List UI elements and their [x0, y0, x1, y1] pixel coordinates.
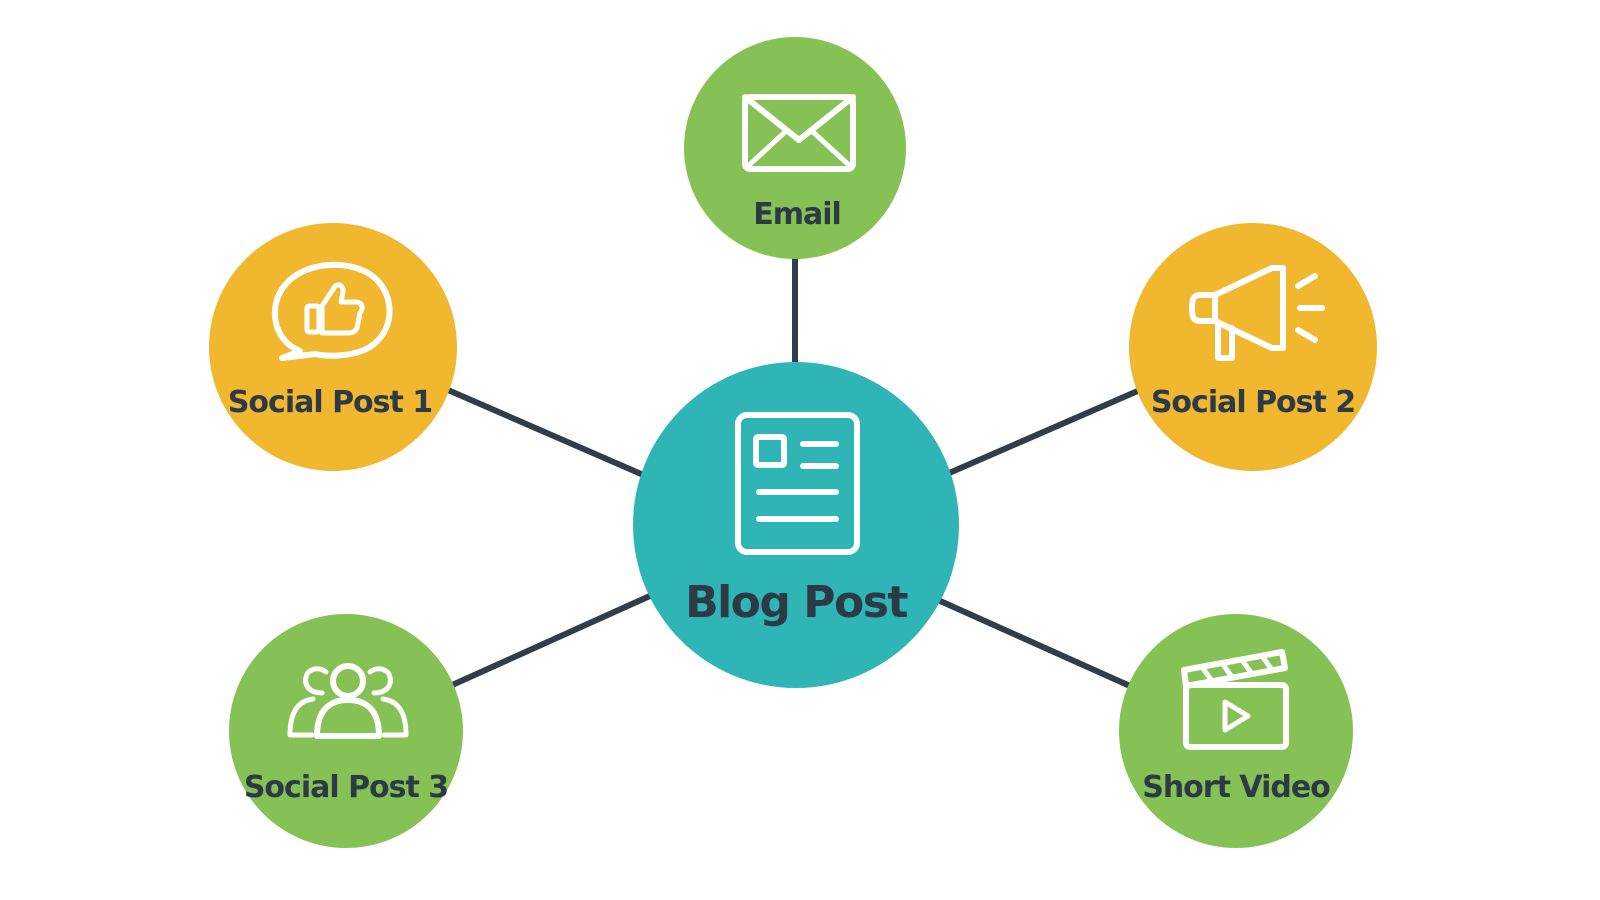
document-icon: [735, 412, 860, 555]
node-blog-post-label: Blog Post: [685, 577, 908, 628]
node-short-video-circle: [1119, 614, 1353, 848]
node-social-post-3-circle: [229, 614, 463, 848]
people-icon: [287, 663, 409, 739]
megaphone-icon: [1189, 265, 1325, 361]
node-social-post-3: Social Post 3: [229, 614, 463, 848]
node-social-post-2-circle: [1129, 223, 1377, 471]
node-social-post-2-label: Social Post 2: [1151, 385, 1355, 420]
connectors: [446, 258, 1142, 689]
node-email-circle: [684, 37, 906, 259]
node-social-post-1-label: Social Post 1: [228, 385, 432, 420]
node-short-video-label: Short Video: [1142, 770, 1330, 805]
thumbs-up-chat-icon: [271, 261, 393, 361]
connector-social-post-2: [938, 387, 1142, 480]
envelope-icon: [742, 94, 856, 172]
clapperboard-icon: [1181, 649, 1289, 750]
connector-social-post-1: [446, 387, 650, 480]
node-social-post-1: Social Post 1: [209, 223, 457, 471]
node-short-video: Short Video: [1119, 614, 1353, 848]
node-social-post-2: Social Post 2: [1129, 223, 1377, 471]
node-email: Email: [684, 37, 906, 259]
node-blog-post-circle: [633, 362, 959, 688]
connector-social-post-3: [448, 592, 654, 689]
node-social-post-3-label: Social Post 3: [244, 770, 448, 805]
connector-short-video: [936, 597, 1132, 689]
node-social-post-1-circle: [209, 223, 457, 471]
node-email-label: Email: [753, 197, 841, 232]
node-blog-post: Blog Post: [633, 362, 959, 688]
